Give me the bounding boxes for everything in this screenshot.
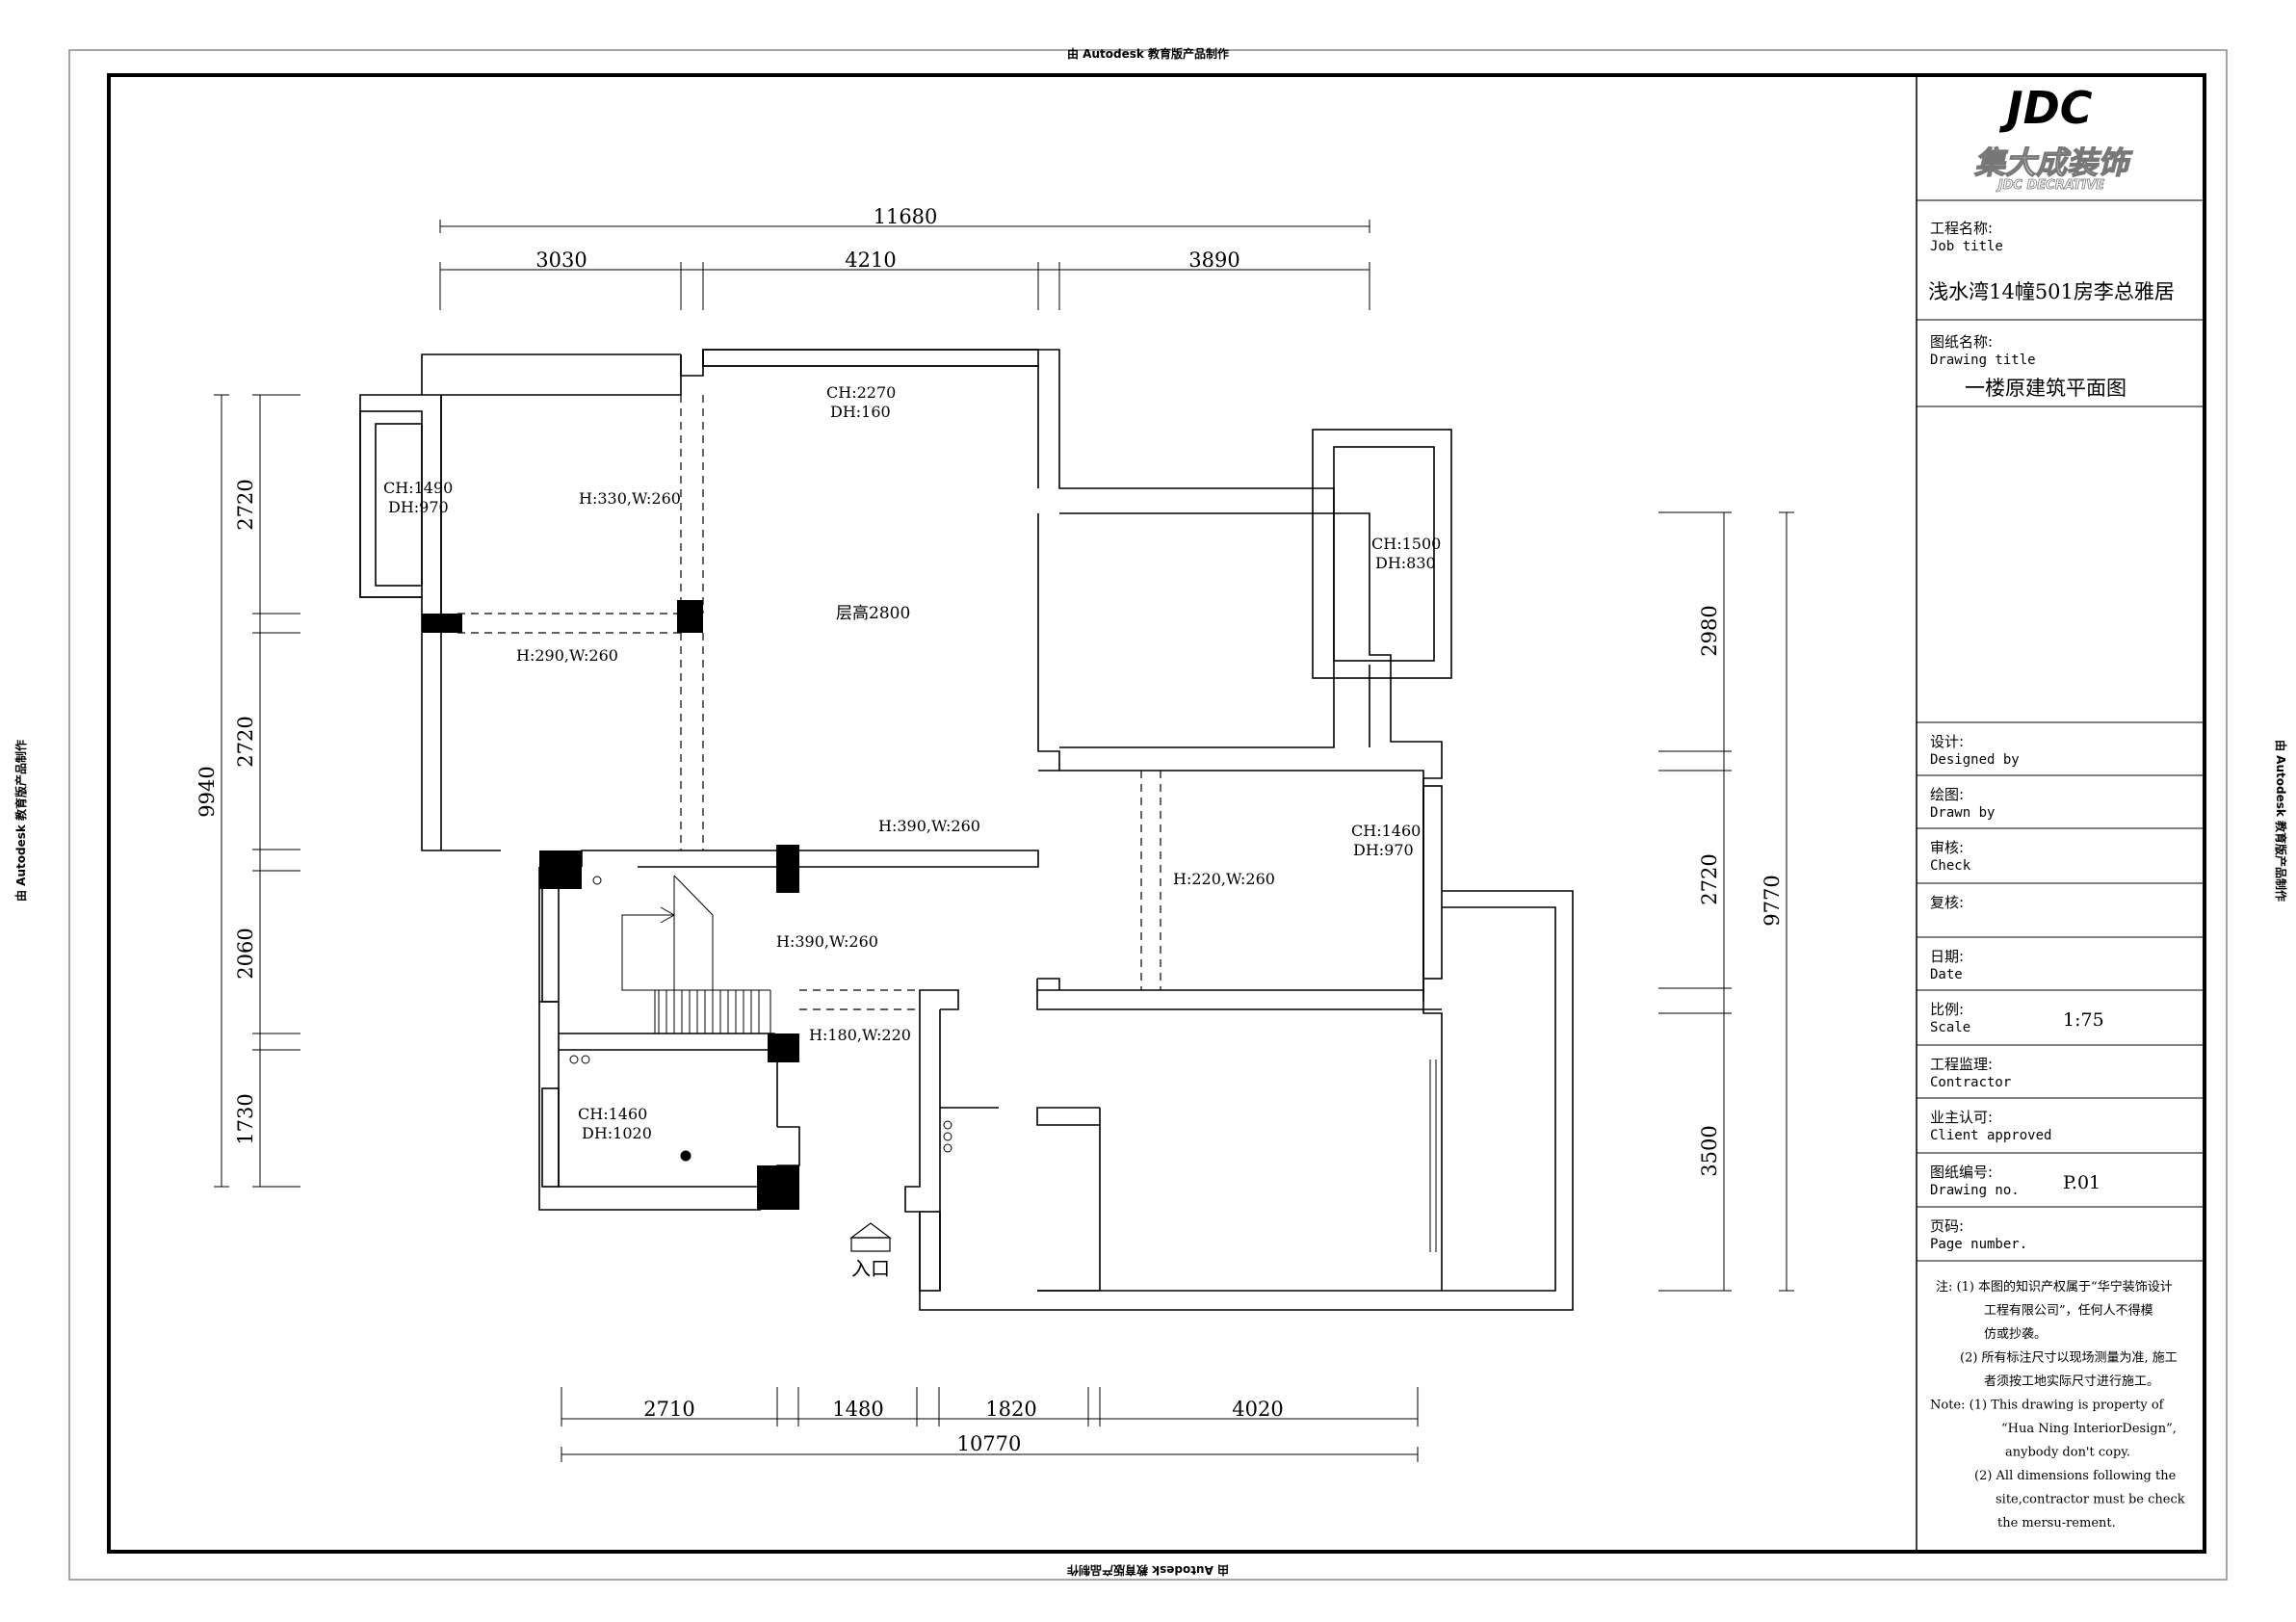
label-dh970a: DH:970 [388,498,449,516]
title-block-rows: 设计: Designed by 绘图: Drawn by 审核: Check 复核: 日期: D… [1930,733,2104,1252]
label-h390a: H:390,W:260 [878,817,980,835]
title-row-label-en: Page number. [1930,1237,2027,1252]
title-row-label-cn: 设计: [1930,733,1964,750]
dim-bottom-seg-2: 1480 [832,1398,883,1421]
dim-right-seg-1: 2980 [1698,605,1721,656]
title-row-label-cn: 图纸编号: [1930,1164,1993,1181]
label-entrance: 入口 [851,1257,890,1280]
watermark-bottom: 由 Autodesk 教育版产品制作 [1067,1563,1229,1578]
note-line: 仿或抄袭。 [1984,1327,2047,1342]
dimension-lines [214,220,1794,1462]
dim-top-total: 11680 [874,205,938,228]
title-row-label-en: Contractor [1930,1075,2011,1090]
note-line: 者须按工地实际尺寸进行施工。 [1984,1374,2159,1389]
title-row-label-en: Client approved [1930,1128,2051,1143]
label-ch1460a: CH:1460 [1351,822,1421,840]
note-line: “Hua Ning InteriorDesign”, [2001,1422,2177,1436]
drawing-title-value: 一楼原建筑平面图 [1965,377,2126,400]
note-line: site,contractor must be check [1996,1493,2185,1507]
dim-bottom-seg-4: 4020 [1232,1398,1283,1421]
title-row-label-cn: 日期: [1930,948,1964,965]
title-block: JDC 集大成装饰 JDC DECRATIVE 工程名称: Job title … [1916,75,2205,1552]
title-row-label-en: Designed by [1930,752,2020,768]
dim-left-seg-3: 2060 [234,928,257,979]
dim-right-total: 9770 [1761,875,1784,926]
label-floor-height: 层高2800 [836,604,910,623]
label-ch1500: CH:1500 [1371,535,1441,553]
note-line: Note: (1) This drawing is property of [1930,1399,2165,1413]
sheet-outer-frame [68,49,2228,1581]
label-dh160: DH:160 [830,403,891,421]
watermark-right: 由 Autodesk 教育版产品制作 [2274,740,2288,902]
label-ch1460b: CH:1460 [578,1105,647,1123]
dim-left-total: 9940 [196,766,219,817]
title-row-label-cn: 比例: [1930,1001,1964,1018]
dim-bottom-seg-3: 1820 [985,1398,1036,1421]
title-block-notes: 注: (1) 本图的知识产权属于“华宁装饰设计工程有限公司”，任何人不得模仿或抄… [1930,1279,2185,1530]
dim-right-seg-2: 2720 [1698,853,1721,904]
job-title-value: 浅水湾14幢501房李总雅居 [1928,280,2175,303]
dim-bottom-seg-1: 2710 [643,1398,694,1421]
note-line: the mersu-rement. [1997,1516,2116,1530]
title-row-label-en: Drawn by [1930,805,1995,821]
title-row-label-en: Scale [1930,1020,1970,1035]
title-row-label-cn: 工程监理: [1930,1056,1993,1073]
watermark-left: 由 Autodesk 教育版产品制作 [13,740,28,902]
logo-jdc: JDC [1998,82,2092,134]
title-row-value: P.01 [2063,1172,2100,1193]
note-line: anybody don't copy. [2005,1446,2130,1460]
title-row-label-en: Check [1930,858,1971,874]
job-title-label-cn: 工程名称: [1930,220,1993,237]
note-line: 工程有限公司”，任何人不得模 [1984,1303,2153,1319]
note-line: (2) 所有标注尺寸以现场测量为准, 施工 [1960,1351,2178,1366]
watermark-top: 由 Autodesk 教育版产品制作 [1067,46,1229,61]
structural-columns [422,600,799,1210]
label-h290: H:290,W:260 [516,646,618,665]
job-title-label-en: Job title [1930,239,2003,254]
drawing-title-label-en: Drawing title [1930,353,2036,368]
dim-left-seg-1: 2720 [234,479,257,530]
dim-left-seg-2: 2720 [234,716,257,767]
title-row-label-cn: 页码: [1930,1217,1964,1235]
dim-right-seg-3: 3500 [1698,1125,1721,1176]
note-line: 注: (1) 本图的知识产权属于“华宁装饰设计 [1936,1279,2173,1295]
dashed-openings [457,395,1161,1010]
title-row-label-cn: 业主认可: [1930,1109,1993,1126]
label-h390b: H:390,W:260 [776,932,878,951]
title-row-label-en: Date [1930,967,1963,982]
dim-top-seg-2: 4210 [845,249,896,272]
title-row-label-cn: 绘图: [1930,786,1964,803]
label-ch2270: CH:2270 [826,383,896,402]
label-h180: H:180,W:220 [809,1026,911,1044]
dim-bottom-total: 10770 [957,1432,1022,1455]
title-row-label-en: Drawing no. [1930,1183,2020,1198]
label-h220: H:220,W:260 [1173,870,1275,888]
room-annotations: CH:2270 DH:160 CH:1490 DH:970 H:330,W:26… [383,383,1441,1280]
label-h330: H:330,W:260 [579,489,681,508]
logo-english: JDC DECRATIVE [1996,178,2104,193]
title-row-value: 1:75 [2063,1009,2104,1031]
label-ch1490: CH:1490 [383,479,453,497]
label-dh830: DH:830 [1375,554,1436,572]
label-dh1020: DH:1020 [582,1124,652,1142]
dim-top-seg-1: 3030 [535,249,587,272]
fixtures [569,876,952,1162]
logo-chinese: 集大成装饰 [1973,144,2133,181]
entrance-arrow-icon [849,1222,892,1252]
drawing-title-label-cn: 图纸名称: [1930,333,1993,351]
title-row-label-cn: 复核: [1930,894,1964,911]
sheet-inner-frame [107,73,2206,1554]
label-dh970b: DH:970 [1353,841,1414,859]
staircase [621,875,771,1034]
dim-left-seg-4: 1730 [234,1093,257,1144]
dim-top-seg-3: 3890 [1188,249,1239,272]
title-row-label-cn: 审核: [1930,839,1964,856]
note-line: (2) All dimensions following the [1974,1469,2177,1483]
